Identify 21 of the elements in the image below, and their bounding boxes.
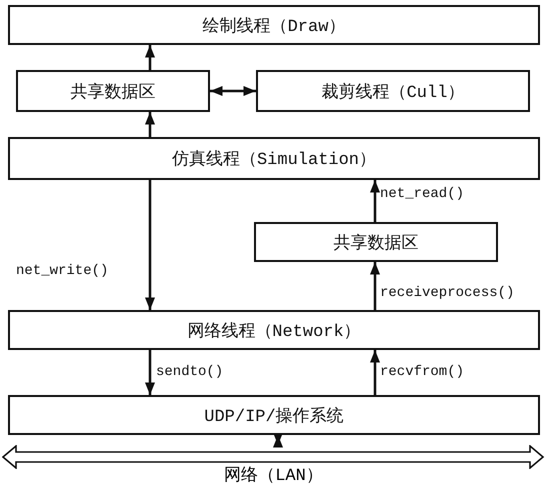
process-box: UDP/IP/操作系统 xyxy=(8,395,540,435)
process-box: 裁剪线程（Cull） xyxy=(256,70,530,112)
data-box: 共享数据区 xyxy=(254,222,498,262)
data-box: 共享数据区 xyxy=(16,70,210,112)
arrow xyxy=(145,45,155,70)
arrow xyxy=(370,262,380,310)
arrow xyxy=(145,350,155,395)
edge-label: recvfrom() xyxy=(380,364,464,380)
edge-label: net_read() xyxy=(380,186,464,202)
edge-label: net_write() xyxy=(16,263,108,279)
process-box: 网络线程（Network） xyxy=(8,310,540,350)
edge-label: sendto() xyxy=(156,364,224,380)
arrow xyxy=(370,350,380,395)
arrow xyxy=(145,180,155,310)
process-box: 绘制线程（Draw） xyxy=(8,5,540,45)
edge-label: receiveprocess() xyxy=(380,285,514,301)
arrow xyxy=(370,180,380,222)
process-box: 仿真线程（Simulation） xyxy=(8,137,540,180)
arrow xyxy=(273,432,283,448)
arrow xyxy=(210,86,256,96)
arrow xyxy=(145,112,155,137)
